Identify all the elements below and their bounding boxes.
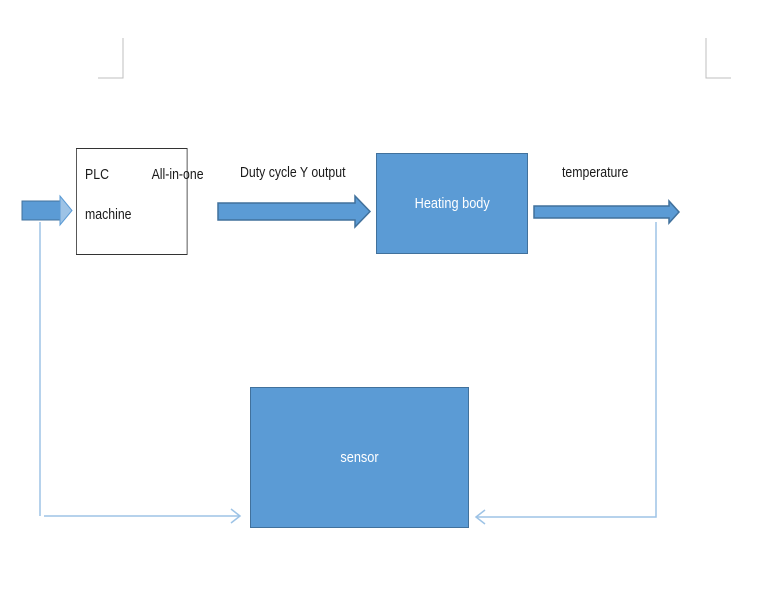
feedback-arrowhead-right: [474, 509, 486, 525]
heating-body-box: Heating body: [376, 153, 528, 254]
heating-body-label: Heating body: [414, 195, 490, 212]
sensor-box: sensor: [250, 387, 469, 528]
page-corner-mark-right: [705, 38, 731, 79]
feedback-line-right: [476, 222, 657, 518]
duty-cycle-label: Duty cycle Y output: [240, 164, 346, 181]
page-corner-mark-left: [98, 38, 124, 79]
temperature-arrow: [533, 199, 681, 225]
duty-cycle-arrow: [217, 194, 372, 229]
plc-label: PLC: [85, 166, 109, 183]
machine-label: machine: [85, 206, 132, 223]
all-in-one-label: All-in-one: [151, 166, 204, 183]
sensor-label: sensor: [340, 449, 379, 466]
plc-machine-box: PLC All-in-one machine: [76, 148, 204, 255]
input-arrow: [21, 194, 73, 227]
temperature-label: temperature: [562, 164, 629, 181]
feedback-arrowhead-left: [230, 508, 242, 524]
